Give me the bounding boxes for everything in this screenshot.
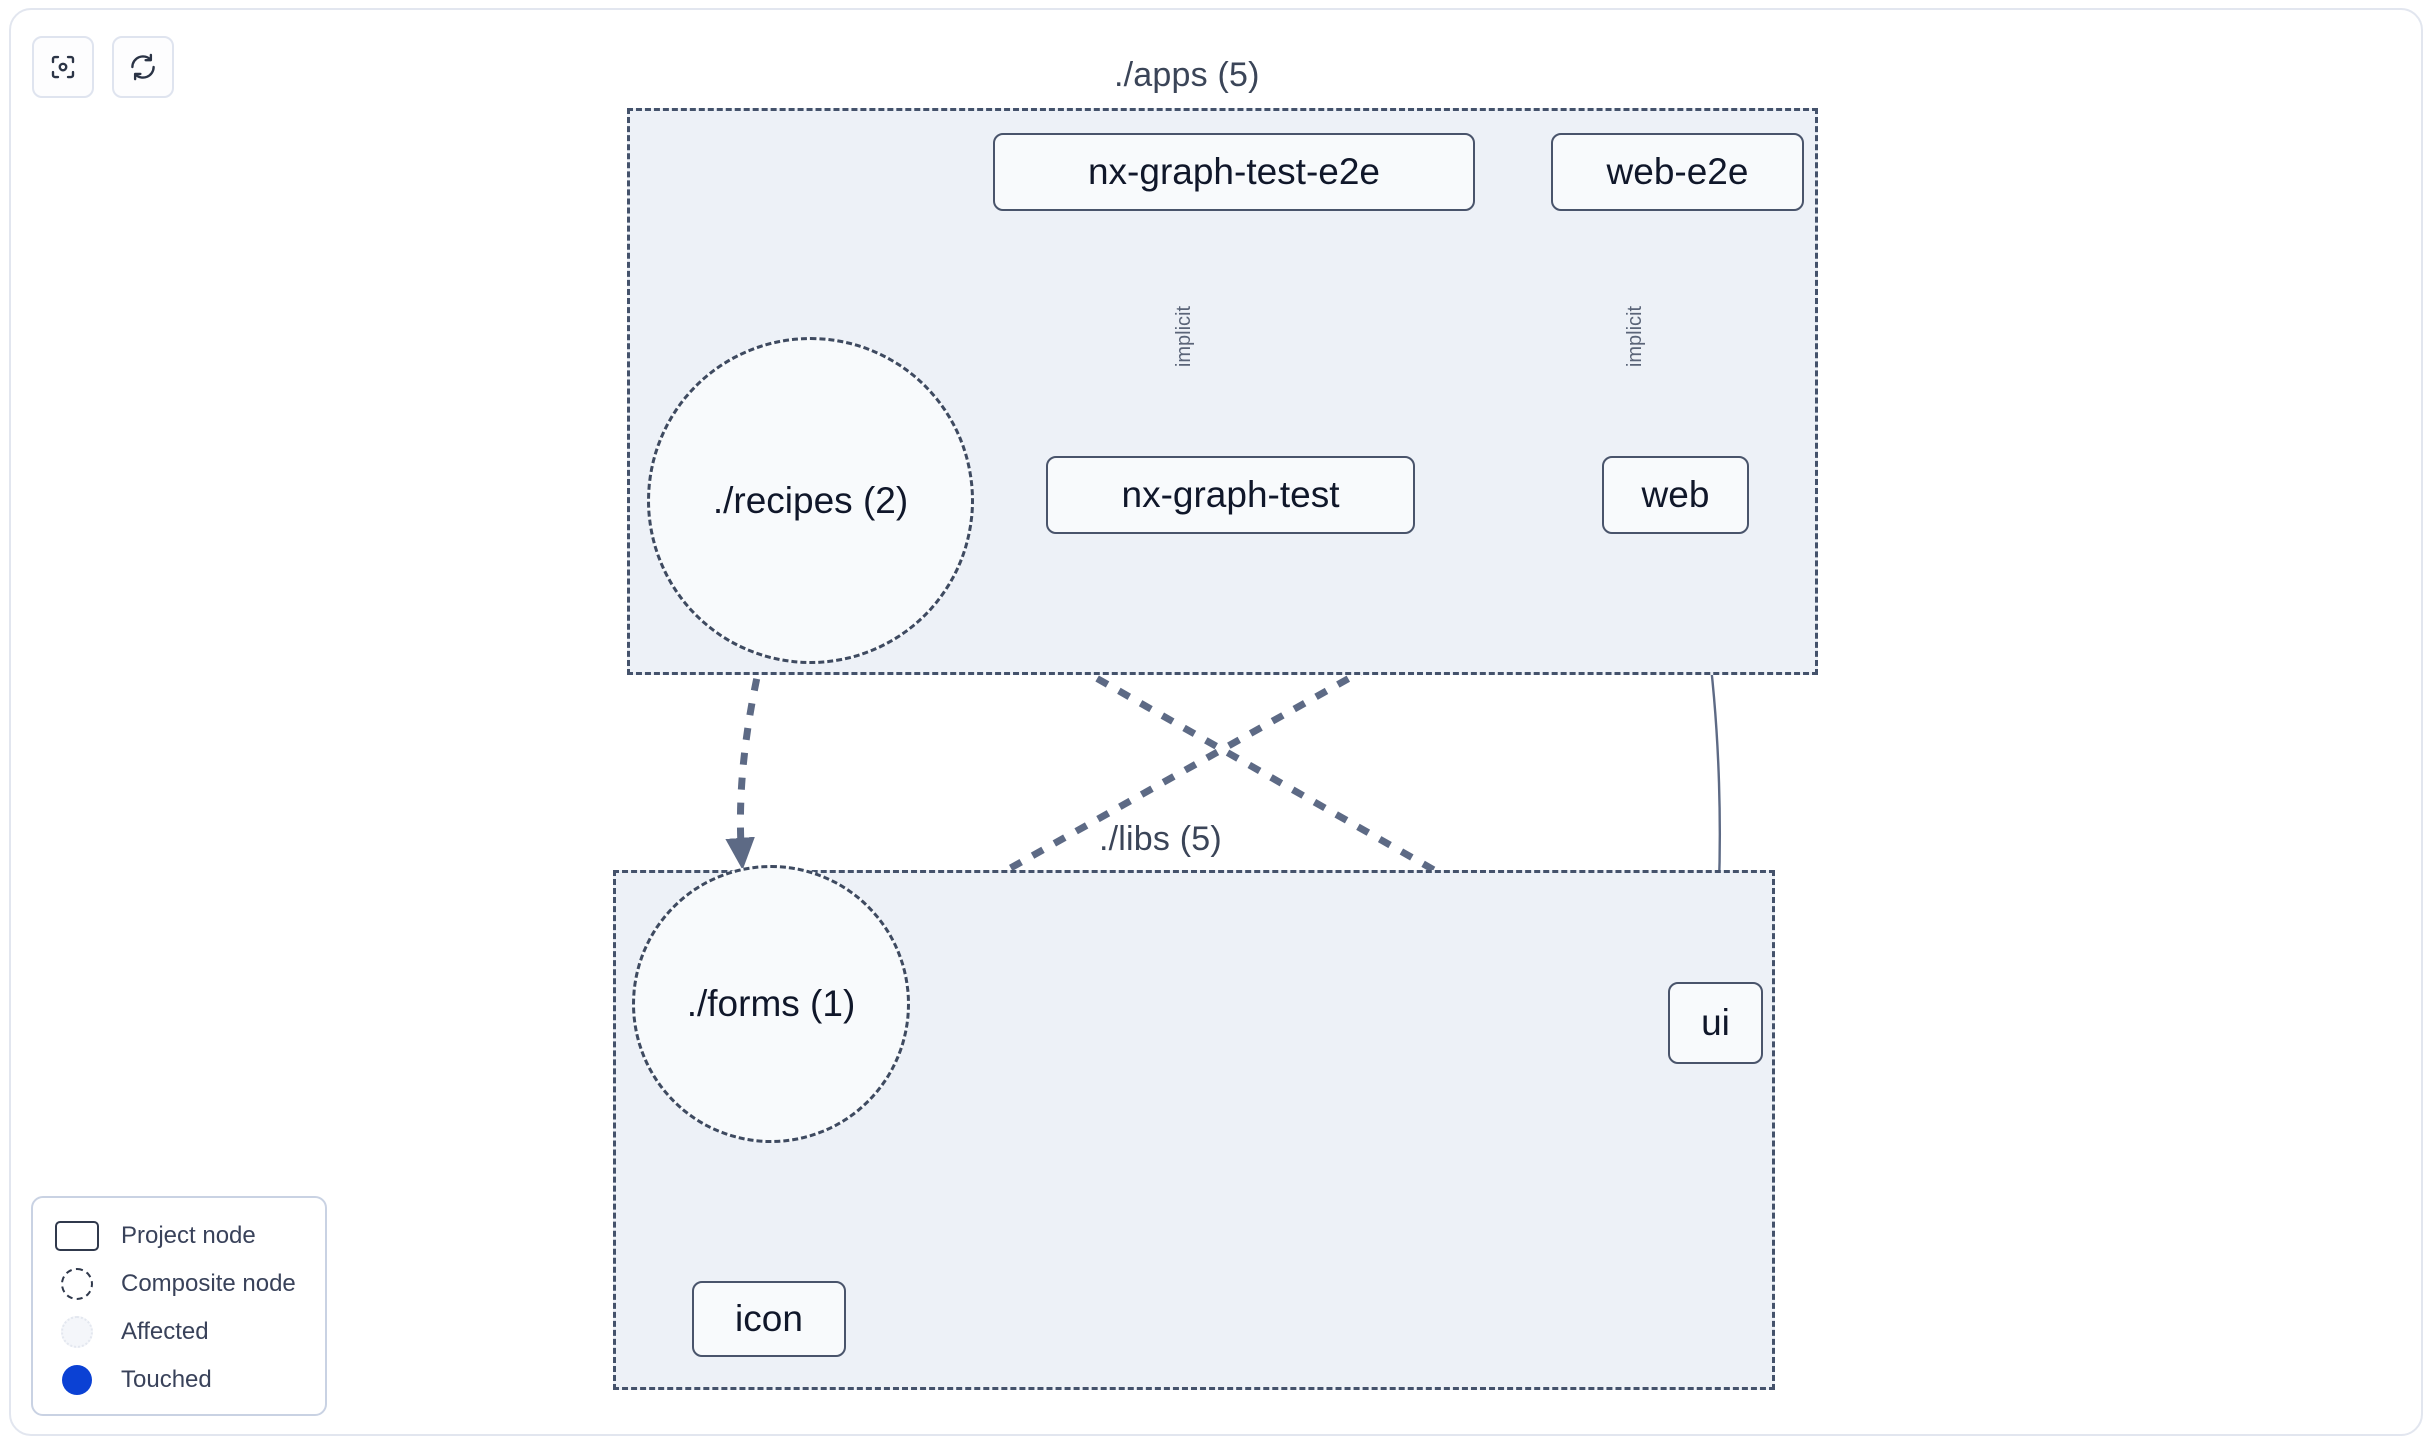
legend-label: Project node (121, 1222, 256, 1249)
edge-label-implicit-web: implicit (1624, 305, 1647, 368)
node-web-e2e[interactable]: web-e2e (1551, 133, 1804, 211)
project-node-swatch (55, 1219, 99, 1253)
legend-item-touched: Touched (33, 1356, 325, 1404)
legend-item-composite-node: Composite node (33, 1260, 325, 1308)
node-forms[interactable]: ./forms (1) (632, 865, 910, 1143)
edge-label-implicit-nx-graph-test: implicit (1173, 305, 1196, 368)
refresh-icon (128, 52, 158, 82)
group-apps-label: ./apps (5) (1114, 56, 1260, 94)
legend-label: Affected (121, 1318, 209, 1345)
legend-item-project-node: Project node (33, 1212, 325, 1260)
composite-node-swatch (55, 1267, 99, 1301)
graph-toolbar (32, 36, 174, 98)
touched-swatch (55, 1363, 99, 1397)
node-ui[interactable]: ui (1668, 982, 1763, 1064)
node-label: web-e2e (1606, 151, 1749, 192)
node-nx-graph-test[interactable]: nx-graph-test (1046, 456, 1415, 534)
node-web[interactable]: web (1602, 456, 1749, 534)
node-label: nx-graph-test-e2e (1087, 151, 1381, 192)
node-label: ./forms (1) (686, 983, 856, 1024)
focus-target-icon (48, 52, 78, 82)
node-label: icon (735, 1298, 803, 1339)
refresh-graph-button[interactable] (112, 36, 174, 98)
node-label: nx-graph-test (1121, 474, 1340, 515)
node-label: web (1641, 474, 1710, 515)
node-icon[interactable]: icon (692, 1281, 846, 1357)
legend-label: Touched (121, 1366, 212, 1393)
node-nx-graph-test-e2e[interactable]: nx-graph-test-e2e (993, 133, 1475, 211)
focus-graph-button[interactable] (32, 36, 94, 98)
affected-swatch (55, 1315, 99, 1349)
group-libs-label: ./libs (5) (1099, 820, 1222, 858)
node-label: ui (1701, 1002, 1730, 1043)
legend-item-affected: Affected (33, 1308, 325, 1356)
legend-label: Composite node (121, 1270, 296, 1297)
graph-legend: Project node Composite node Affected Tou… (31, 1196, 327, 1416)
node-recipes[interactable]: ./recipes (2) (647, 337, 974, 664)
node-label: ./recipes (2) (712, 479, 909, 521)
